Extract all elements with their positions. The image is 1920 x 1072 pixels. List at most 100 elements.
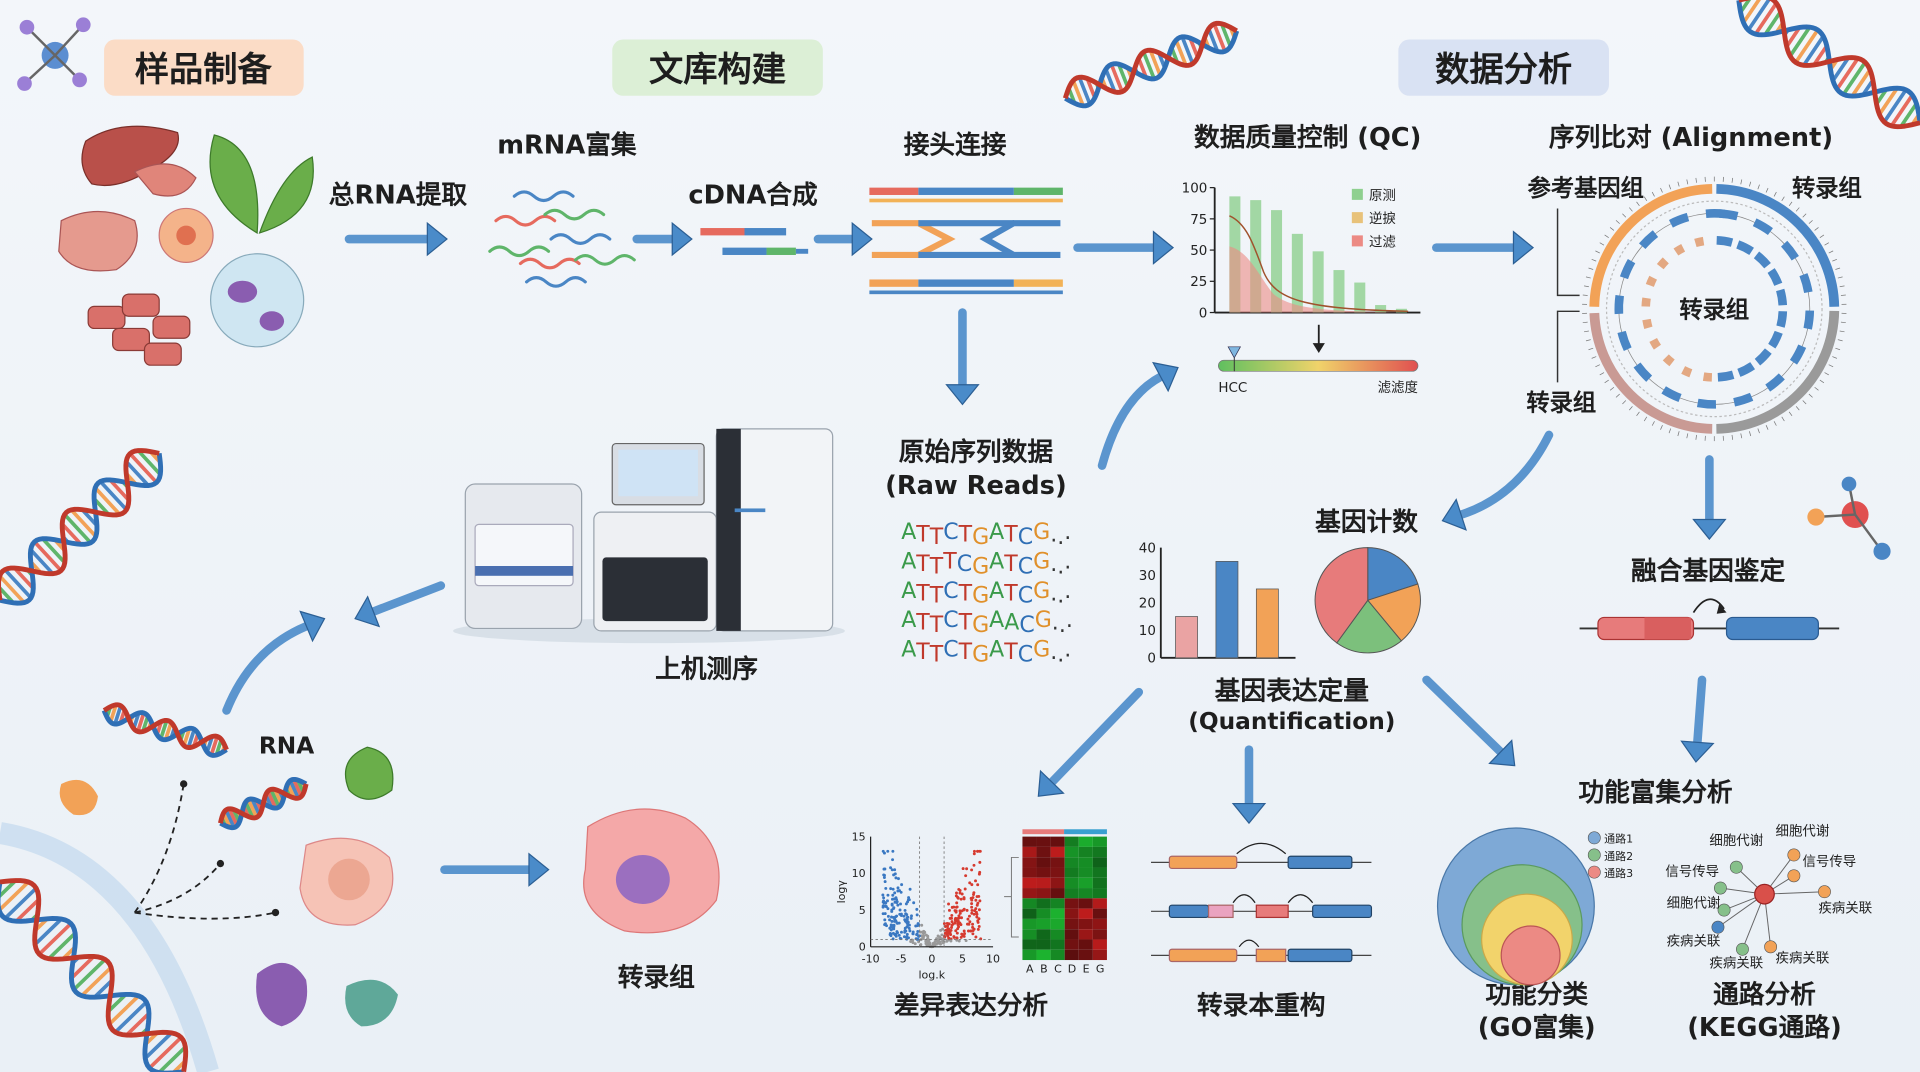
volcano-point: [963, 932, 967, 936]
volcano-point: [892, 923, 896, 927]
volcano-point: [888, 918, 892, 922]
volcano-ytick-label: 5: [859, 904, 866, 917]
volcano-point: [896, 931, 899, 935]
dna-helix-top-rung: [1141, 51, 1156, 80]
rna-strand-2-rung: [292, 778, 304, 798]
label-reconstruct: 转录本重构: [1197, 991, 1326, 1021]
kegg-node-label: 细胞代谢: [1709, 833, 1763, 849]
volcano-point: [968, 881, 972, 885]
volcano-point: [959, 897, 963, 901]
dna-helix-top-rung: [1148, 49, 1162, 77]
volcano-point: [908, 929, 912, 933]
volcano-point: [883, 867, 887, 871]
nucleus-icon: [328, 858, 370, 901]
volcano-point: [894, 876, 898, 880]
molecule-icon: [1873, 542, 1891, 560]
circos-tick: [1781, 196, 1785, 202]
circos-tick: [1731, 177, 1734, 183]
dna-helix-bottom-left-rung: [114, 1000, 148, 1034]
heatmap-cell: [1078, 949, 1093, 961]
dna-helix-top-rung: [1104, 68, 1117, 93]
mrna-strand: [543, 208, 606, 221]
dna-helix-top-right-rung: [1877, 87, 1899, 116]
arrow-to-go-head-icon: [1488, 739, 1516, 767]
dashed-arrow: [133, 783, 185, 914]
circos-middle-segment: [1803, 310, 1815, 330]
heatmap-cell: [1050, 908, 1065, 919]
volcano-point: [897, 921, 901, 925]
heatmap-cell: [1092, 836, 1107, 847]
rna-strand-1-rung: [159, 719, 169, 740]
circos-tick: [1677, 431, 1680, 437]
read-sequence: ATTCTGATCG...: [901, 520, 1071, 550]
arrow-to-raw-reads-head-icon: [945, 384, 980, 406]
circos-tick: [1604, 234, 1609, 238]
circos-middle-segment: [1696, 398, 1717, 409]
heatmap-cell: [1036, 877, 1051, 889]
circos-outer-segment: [1589, 312, 1713, 434]
volcano-ytick-label: 15: [852, 830, 866, 843]
qc-bar: [1250, 200, 1262, 313]
circos-middle-segment: [1633, 362, 1653, 382]
volcano-point: [915, 932, 919, 936]
circos-inner-segment: [1754, 348, 1772, 366]
circos-middle-segment: [1619, 258, 1636, 280]
circos-tick: [1591, 258, 1597, 262]
dna-helix-top-rung: [1219, 23, 1233, 48]
volcano-point: [960, 932, 964, 936]
volcano-point: [972, 912, 976, 916]
volcano-point: [900, 883, 904, 887]
arrow-rna-to-seq-head-icon: [299, 610, 326, 643]
circos-tick: [1599, 372, 1605, 376]
dna-helix-left-rung: [60, 522, 83, 546]
volcano-point: [954, 918, 958, 922]
arrow-to-reconstruct-head-icon: [1231, 802, 1267, 825]
volcano-xtick-label: 0: [928, 953, 935, 966]
muscle-cell-icon: [143, 342, 182, 366]
volcano-point: [972, 852, 976, 856]
heatmap-cell: [1064, 949, 1079, 961]
heatmap-cell: [1050, 846, 1065, 858]
volcano-point: [911, 941, 915, 945]
label-kegg: 通路分析: [1713, 979, 1816, 1010]
heatmap-cell: [1064, 939, 1079, 950]
volcano-point: [962, 897, 966, 901]
dna-helix-left-strand: [0, 448, 160, 601]
circos-tick: [1604, 379, 1609, 384]
label-mrna-enrich: mRNA富集: [497, 129, 637, 160]
dna-helix-left-rung: [41, 537, 67, 564]
label-fusion: 融合基因鉴定: [1631, 555, 1786, 586]
volcano-point: [892, 897, 896, 901]
volcano-point: [910, 938, 914, 942]
circos-middle-segment: [1780, 240, 1799, 261]
volcano-point: [885, 924, 889, 928]
circos-tick: [1588, 347, 1594, 351]
qc-bar: [1333, 270, 1345, 313]
circos-tick: [1765, 187, 1769, 193]
read-sequence: ATTTCGATCG...: [901, 549, 1071, 579]
heatmap-cell: [1092, 929, 1107, 940]
volcano-point: [942, 922, 946, 926]
heatmap-cell: [1078, 836, 1093, 847]
count-bar: [1255, 588, 1279, 659]
circos-tick: [1765, 425, 1769, 430]
heatmap-cell: [1022, 898, 1037, 909]
circos-tick: [1615, 220, 1620, 224]
count-ytick-label: 20: [1139, 597, 1156, 612]
heatmap-cell: [1064, 877, 1079, 889]
heatmap-cell: [1092, 846, 1107, 858]
volcano-point: [970, 868, 974, 872]
dna-helix-left-rung: [0, 574, 26, 604]
go-legend-dot: [1587, 848, 1601, 862]
volcano-point: [906, 920, 910, 924]
volcano-point: [924, 933, 928, 937]
volcano-point: [950, 923, 954, 927]
label-quant-en: (Quantification): [1188, 708, 1395, 735]
volcano-point: [977, 872, 981, 876]
dna-helix-top-right-rung: [1763, 10, 1783, 36]
circos-tick: [1599, 242, 1605, 246]
volcano-point: [890, 868, 894, 872]
circos-inner-segment: [1768, 330, 1783, 349]
circos-inner-segment: [1656, 257, 1669, 270]
heatmap-column-label: B: [1040, 963, 1048, 976]
